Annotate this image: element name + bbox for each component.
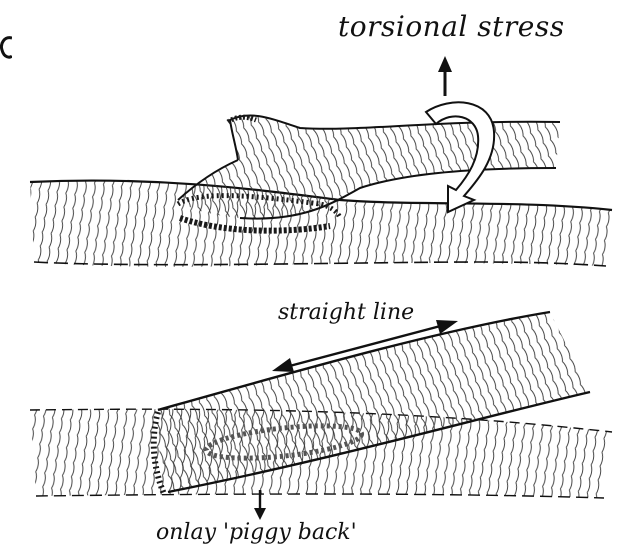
label-onlay-piggy-back: onlay 'piggy back': [156, 520, 357, 545]
bottom-panel: [20, 300, 620, 520]
panel-letter-fragment: [0, 34, 12, 62]
label-straight-line: straight line: [278, 300, 414, 325]
top-panel: [20, 56, 620, 280]
up-arrow-icon: [438, 56, 452, 96]
label-torsional-stress: torsional stress: [338, 10, 565, 43]
